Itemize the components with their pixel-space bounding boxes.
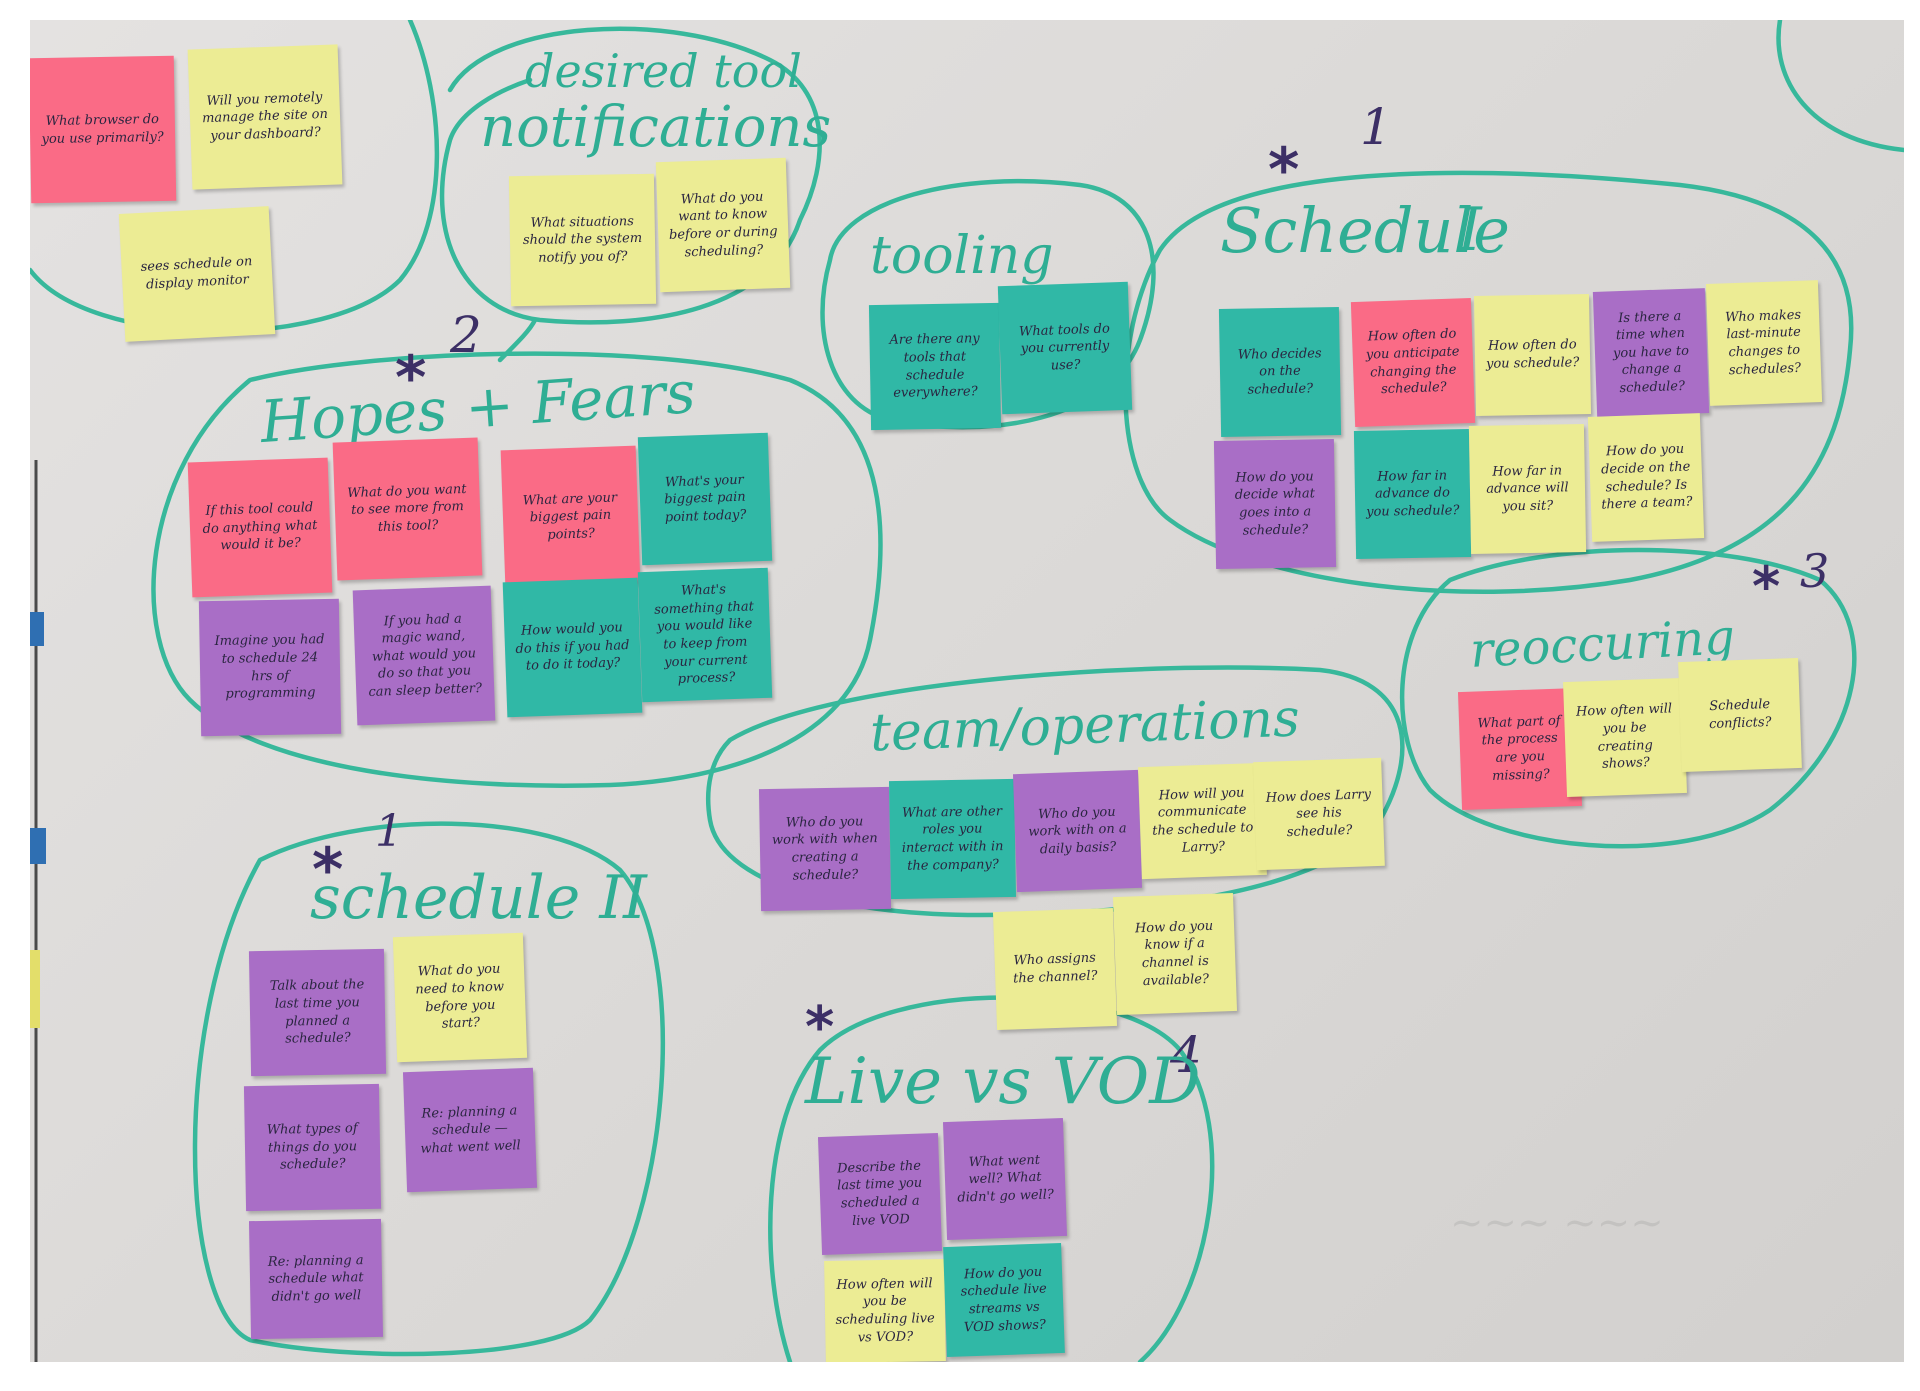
priority-number: 1 [375, 806, 403, 857]
cluster-title-desired-tool: desired tool [525, 44, 802, 98]
sticky-note: What browser do you use primarily? [30, 55, 177, 204]
sticky-note: How do you schedule live streams vs VOD … [943, 1242, 1065, 1358]
cluster-title-team-operations: team/operations [869, 688, 1301, 764]
sticky-note: How often will you be scheduling live vs… [824, 1258, 946, 1362]
sticky-note: If this tool could do anything what woul… [187, 457, 333, 598]
cluster-title-notifications: notifications [480, 95, 832, 160]
cluster-outline-schedule-2 [192, 821, 665, 1357]
marker-drawings [30, 20, 1904, 1362]
sticky-note: What do you want to see more from this t… [332, 437, 483, 581]
sticky-note: What's your biggest pain point today? [637, 432, 773, 566]
sticky-note: Re: planning a schedule — what went well [402, 1067, 538, 1193]
sticky-note: How far in advance do you schedule? [1353, 429, 1472, 559]
sticky-note: Who assigns the channel? [992, 907, 1118, 1031]
cluster-title-numeral: I [1458, 195, 1482, 265]
star-mark: * [805, 995, 835, 1060]
sticky-note: What situations should the system notify… [508, 173, 657, 307]
sticky-note: Talk about the last time you planned a s… [248, 948, 387, 1077]
sticky-note: Who decides on the schedule? [1218, 306, 1342, 438]
cluster-title-tooling: tooling [870, 226, 1054, 286]
priority-number: 2 [450, 306, 482, 364]
priority-number: 1 [1360, 98, 1392, 156]
sticky-note: What tools do you currently use? [997, 281, 1133, 415]
whiteboard: ~~~ ~~~ What browser do you use primaril… [30, 20, 1904, 1362]
sticky-note: Imagine you had to schedule 24 hrs of pr… [198, 598, 342, 737]
sticky-note: Who makes last-minute changes to schedul… [1705, 280, 1823, 406]
cluster-outline-top-left [30, 20, 440, 334]
sticky-note: What do you want to know before or durin… [655, 157, 791, 293]
sticky-note: What are other roles you interact with i… [888, 778, 1017, 900]
sticky-note: What went well? What didn't go well? [942, 1117, 1068, 1241]
sticky-note: Is there a time when you have to change … [1592, 288, 1710, 417]
sticky-note: What types of things do you schedule? [243, 1083, 382, 1212]
star-mark: * [395, 343, 427, 413]
sticky-note: How will you communicate the schedule to… [1138, 762, 1267, 880]
sticky-note: Are there any tools that schedule everyw… [868, 302, 1002, 431]
cluster-title-schedule-1: Schedule [1220, 194, 1510, 267]
cluster-outline-edge-top-right [1776, 20, 1904, 153]
sticky-note: Schedule conflicts? [1678, 657, 1802, 773]
sticky-note: What's something that you would like to … [637, 567, 773, 703]
sticky-note: How would you do this if you had to do i… [502, 577, 643, 718]
sticky-note: Will you remotely manage the site on you… [187, 44, 343, 190]
sticky-note: sees schedule on display monitor [118, 206, 276, 342]
cluster-outline-tooling [820, 178, 1156, 430]
faint-erased-writing: ~~~ ~~~ [1450, 1200, 1664, 1246]
star-mark: * [1752, 555, 1781, 618]
sticky-note: How far in advance will you sit? [1468, 424, 1587, 554]
connector-line [497, 317, 538, 363]
sticky-note: What are your biggest pain points? [500, 445, 641, 589]
sticky-note: Who do you work with when creating a sch… [758, 786, 892, 912]
cluster-outline-schedule-1 [1123, 170, 1854, 595]
blue-tape-mark [30, 612, 44, 646]
star-mark: * [312, 835, 344, 905]
priority-number: 3 [1800, 544, 1830, 598]
sticky-note: How do you know if a channel is availabl… [1112, 892, 1238, 1016]
sticky-note: How often do you schedule? [1473, 294, 1592, 416]
yellow-tape-mark [30, 950, 40, 1028]
sticky-note: Who do you work with on a daily basis? [1012, 769, 1143, 893]
cluster-title-schedule-2: schedule II [310, 863, 647, 933]
sticky-note: How does Larry see his schedule? [1253, 757, 1385, 871]
cluster-outline-live-vs-vod [768, 995, 1215, 1362]
sticky-note: Re: planning a schedule what didn't go w… [248, 1218, 384, 1340]
blue-tape-mark [30, 828, 46, 864]
sticky-note: If you had a magic wand, what would you … [352, 585, 496, 726]
sticky-note: How do you decide what goes into a sched… [1213, 438, 1337, 570]
sticky-note: How often will you be creating shows? [1563, 677, 1687, 798]
priority-number: 4 [1170, 1026, 1202, 1084]
cluster-outline-reoccurring [1399, 547, 1857, 849]
star-mark: * [1268, 135, 1300, 205]
sticky-note: How often do you anticipate changing the… [1350, 297, 1476, 428]
cluster-title-live-vs-vod: Live vs VOD [805, 1045, 1201, 1119]
sticky-note: What do you need to know before you star… [392, 932, 528, 1063]
sticky-note: Describe the last time you scheduled a l… [817, 1132, 943, 1256]
sticky-note: How do you decide on the schedule? Is th… [1587, 413, 1705, 542]
cluster-outline-hopes-fears [151, 351, 883, 788]
